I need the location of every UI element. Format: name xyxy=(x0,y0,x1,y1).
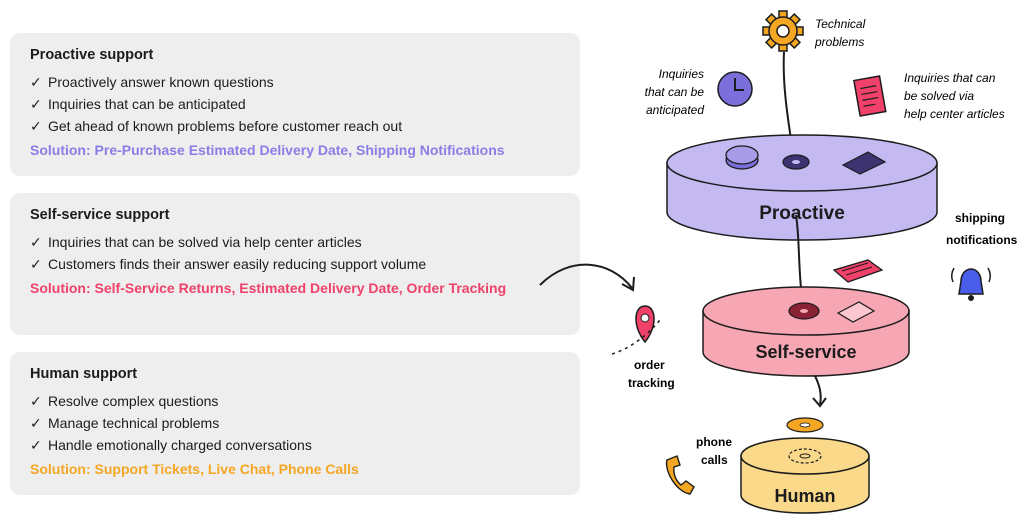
list-item-text: Proactively answer known questions xyxy=(48,74,274,90)
help-center-label: be solved via xyxy=(904,89,974,103)
card-title: Human support xyxy=(30,366,138,382)
check-icon: ✓ xyxy=(30,118,42,134)
check-icon: ✓ xyxy=(30,393,42,409)
check-icon: ✓ xyxy=(30,415,42,431)
gear-icon xyxy=(786,417,824,433)
clock-icon xyxy=(725,145,759,170)
gear-icon xyxy=(788,448,822,464)
connector-arrow-head xyxy=(812,397,827,408)
solution-text: Solution: Self-Service Returns, Estimate… xyxy=(30,280,507,296)
phone-calls-label: phone xyxy=(696,435,732,449)
order-tracking-label: order xyxy=(634,358,665,372)
dotted-path xyxy=(611,319,661,355)
anticipated-label: anticipated xyxy=(646,103,704,117)
list-item-text: Resolve complex questions xyxy=(48,393,219,409)
location-pin-icon xyxy=(635,305,655,344)
check-icon: ✓ xyxy=(30,96,42,112)
technical-problems-label: Technical xyxy=(815,17,866,31)
connector-line xyxy=(782,51,795,161)
tier-label-self-service: Self-service xyxy=(755,342,856,362)
gear-icon xyxy=(782,154,810,170)
card-title: Self-service support xyxy=(30,207,170,223)
tier-label-human: Human xyxy=(774,486,835,506)
article-icon xyxy=(853,75,887,117)
connector-arrow xyxy=(814,375,822,405)
shipping-notifications-label: shipping xyxy=(955,211,1005,225)
list-item-text: Inquiries that can be solved via help ce… xyxy=(48,234,362,250)
proactive-disk: Proactive xyxy=(666,134,938,241)
list-item: ✓ Handle emotionally charged conversation… xyxy=(30,434,580,456)
list-item-text: Inquiries that can be anticipated xyxy=(48,96,246,112)
list-item: ✓ Get ahead of known problems before cust… xyxy=(30,115,580,137)
list-item-text: Get ahead of known problems before custo… xyxy=(48,118,403,134)
tier-label-proactive: Proactive xyxy=(759,203,845,224)
human-disk: Human xyxy=(740,437,870,514)
help-center-label: help center articles xyxy=(904,107,1005,121)
list-item: ✓ Inquiries that can be anticipated xyxy=(30,93,580,115)
bell-icon xyxy=(950,267,992,301)
check-icon: ✓ xyxy=(30,437,42,453)
list-item: ✓ Manage technical problems xyxy=(30,412,580,434)
article-icon xyxy=(836,301,876,323)
connector-line xyxy=(795,214,804,306)
self-service-support-card: Self-service support ✓ Inquiries that can… xyxy=(10,193,580,335)
list-item-text: Manage technical problems xyxy=(48,415,220,431)
list-item: ✓ Proactively answer known questions xyxy=(30,71,580,93)
check-icon: ✓ xyxy=(30,74,42,90)
list-item: ✓ Customers finds their answer easily red… xyxy=(30,253,580,275)
phone-calls-label: calls xyxy=(701,453,728,467)
list-item-text: Customers finds their answer easily redu… xyxy=(48,256,427,272)
check-icon: ✓ xyxy=(30,234,42,250)
order-tracking-label: tracking xyxy=(628,376,675,390)
proactive-support-card: Proactive support ✓ Proactively answer kn… xyxy=(10,33,580,176)
phone-icon xyxy=(665,455,695,495)
check-icon: ✓ xyxy=(30,256,42,272)
gear-icon xyxy=(788,302,820,320)
solution-text: Solution: Pre-Purchase Estimated Deliver… xyxy=(30,142,505,158)
self-service-disk: Self-service xyxy=(702,286,910,377)
solution-text: Solution: Support Tickets, Live Chat, Ph… xyxy=(30,461,359,477)
clock-icon xyxy=(717,71,753,107)
list-item: ✓ Inquiries that can be solved via help c… xyxy=(30,231,580,253)
shipping-notifications-label: notifications xyxy=(946,233,1018,247)
gear-icon xyxy=(762,10,804,52)
help-center-label: Inquiries that can xyxy=(904,71,996,85)
human-support-card: Human support ✓ Resolve complex questions… xyxy=(10,352,580,495)
article-icon xyxy=(832,259,884,283)
technical-problems-label: problems xyxy=(814,35,864,49)
anticipated-label: Inquiries xyxy=(659,67,704,81)
list-item: ✓ Resolve complex questions xyxy=(30,390,580,412)
article-icon xyxy=(841,151,887,175)
list-item-text: Handle emotionally charged conversations xyxy=(48,437,312,453)
anticipated-label: that can be xyxy=(645,85,705,99)
card-title: Proactive support xyxy=(30,47,154,63)
